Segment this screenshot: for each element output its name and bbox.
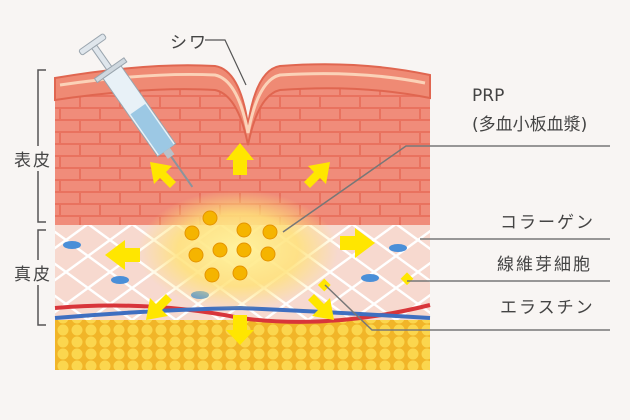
dermis-label: 真皮 xyxy=(14,260,52,285)
wrinkle-leader xyxy=(205,39,247,86)
fibroblast-label: 線維芽細胞 xyxy=(497,255,592,275)
epidermis-label: 表皮 xyxy=(14,146,52,171)
fibroblast-marker xyxy=(400,272,414,286)
wrinkle-label: シワ xyxy=(170,33,208,53)
elastin-leader xyxy=(324,284,610,331)
prp-leader xyxy=(282,145,610,233)
spread-arrows xyxy=(105,143,375,345)
prp-label: PRP xyxy=(472,86,505,106)
syringe-icon xyxy=(78,33,194,188)
prp-full-label: (多血小板血漿) xyxy=(472,115,588,135)
platelets xyxy=(184,210,278,283)
skin-surface xyxy=(54,63,431,146)
collagen-label: コラーゲン xyxy=(500,213,595,233)
elastin-label: エラスチン xyxy=(500,298,595,318)
